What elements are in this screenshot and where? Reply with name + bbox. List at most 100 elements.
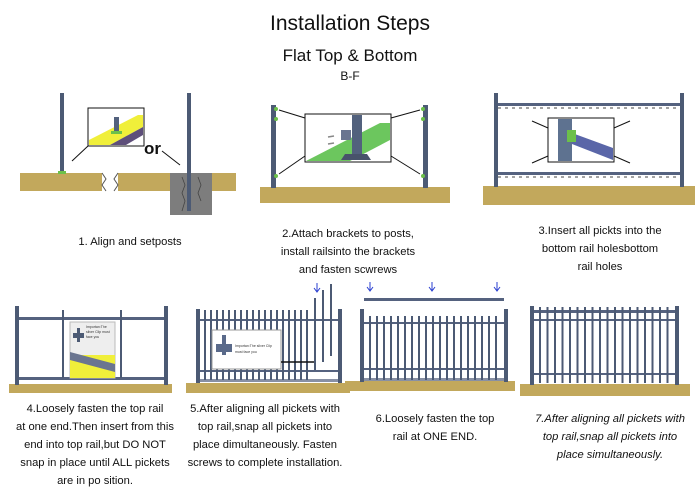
- picket: [425, 316, 427, 380]
- pointer-arrow: [278, 155, 306, 175]
- break-mark: [101, 172, 119, 192]
- page-subtitle: Flat Top & Bottom: [282, 46, 418, 65]
- model-code: B-F: [340, 69, 360, 83]
- mid-rail: [534, 319, 675, 321]
- picket: [397, 316, 399, 380]
- picket: [453, 316, 455, 380]
- ground-slab-left: [20, 173, 102, 191]
- picket: [629, 307, 631, 383]
- caption-line: 3.Insert all pickts into the: [538, 225, 662, 237]
- pointer-arrow-left: [71, 145, 89, 162]
- ground-slab: [483, 186, 695, 205]
- inset-purple-side: [110, 127, 143, 145]
- post-left: [360, 309, 364, 382]
- post-surface-mount: [60, 93, 64, 173]
- bracket: [421, 174, 425, 178]
- top-rail: [534, 310, 675, 313]
- ground-slab: [260, 187, 450, 203]
- picket: [288, 310, 290, 380]
- inset-bracket: [567, 130, 576, 142]
- caption-line: and fasten scwrews: [298, 264, 398, 276]
- screw: [327, 142, 335, 145]
- picket: [204, 310, 206, 380]
- concrete-crack: [181, 176, 202, 212]
- picket: [294, 310, 296, 380]
- bracket: [274, 117, 278, 121]
- step-6-caption: 6.Loosely fasten the top rail at ONE END…: [355, 410, 515, 446]
- post-embedded: [187, 93, 191, 211]
- loose-picket: [330, 284, 332, 356]
- down-arrow-icon: [313, 283, 321, 293]
- step-1-illustration: [20, 93, 236, 215]
- caption-line: end into top rail,but DO NOT: [24, 439, 166, 451]
- picket: [481, 316, 483, 380]
- down-arrow-icon: [493, 282, 501, 292]
- top-rail: [19, 317, 164, 320]
- pointer-arrow: [390, 109, 421, 119]
- step-4-caption: 4.Loosely fasten the top rail at one end…: [6, 400, 184, 490]
- picket: [282, 310, 284, 380]
- pointer-line: [613, 155, 631, 164]
- picket: [432, 316, 434, 380]
- caption-line: 4.Loosely fasten the top rail: [26, 403, 164, 415]
- step-6-illustration: [345, 282, 515, 391]
- picket: [369, 316, 371, 380]
- picket: [418, 316, 420, 380]
- bottom-rail: [498, 172, 680, 175]
- caption-line: snap in place until ALL pickets: [20, 457, 170, 469]
- inset-post: [558, 119, 572, 161]
- picket: [651, 307, 654, 383]
- picket: [383, 316, 385, 380]
- inset-green-surface: [306, 123, 390, 161]
- post-left: [271, 105, 276, 188]
- caption-line: rail holes: [577, 261, 623, 273]
- clip-note: Importan:The silver Clip must face you: [235, 344, 272, 354]
- picket: [467, 316, 469, 380]
- picket: [584, 307, 586, 383]
- picket: [404, 316, 406, 380]
- picket: [636, 307, 639, 383]
- caption-line: place simultaneously.: [556, 449, 664, 461]
- picket: [546, 307, 549, 383]
- picket: [446, 316, 448, 380]
- ground-slab: [9, 384, 172, 393]
- picket: [606, 307, 609, 383]
- picket: [300, 310, 302, 380]
- picket: [62, 310, 64, 378]
- or-label: or: [144, 139, 161, 158]
- loose-picket: [322, 290, 324, 362]
- base-plate: [58, 171, 66, 174]
- post-right: [675, 306, 679, 385]
- caption-line: 6.Loosely fasten the top: [375, 413, 495, 425]
- down-arrow-icon: [428, 282, 436, 292]
- post-right: [164, 306, 168, 385]
- post-right: [504, 309, 508, 382]
- bracket: [421, 107, 425, 111]
- step-5-illustration: [186, 283, 350, 393]
- down-arrow-icon: [366, 282, 374, 292]
- bottom-rail: [534, 373, 675, 375]
- base-channel: [200, 379, 338, 382]
- step-4-illustration: [9, 306, 172, 393]
- post-left: [196, 309, 200, 383]
- picket: [306, 310, 308, 380]
- picket: [621, 307, 624, 383]
- caption-line: at one end.Then insert from this: [16, 421, 174, 433]
- bottom-rail: [200, 370, 338, 372]
- loose-picket: [314, 298, 316, 370]
- picket: [561, 307, 564, 383]
- step-3-illustration: [483, 93, 695, 205]
- screw: [327, 135, 335, 138]
- pointer-arrow: [390, 155, 421, 175]
- picket: [614, 307, 616, 383]
- picket: [644, 307, 646, 383]
- ground-slab: [520, 384, 690, 396]
- ground-slab: [345, 381, 515, 391]
- caption-line: install railsinto the brackets: [280, 246, 416, 258]
- post-left: [15, 306, 19, 385]
- post-left: [530, 306, 534, 385]
- picket: [376, 316, 378, 380]
- picket: [439, 316, 441, 380]
- ground-slab: [186, 383, 350, 393]
- bracket: [421, 117, 425, 121]
